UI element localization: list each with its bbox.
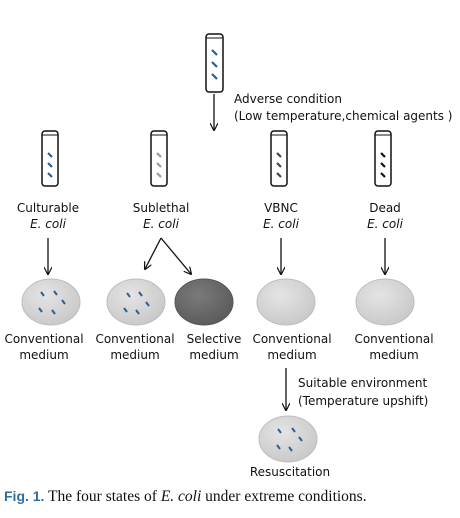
medium-label-selective: Selective: [187, 332, 242, 346]
state-organism-sublethal: E. coli: [143, 217, 179, 231]
medium-sub-vbnc: medium: [267, 348, 316, 362]
e-coli-states-diagram: Adverse condition (Low temperature,chemi…: [4, 33, 453, 479]
caption-text-before: The four states of: [44, 488, 161, 505]
medium-label-culturable: Conventional: [4, 332, 83, 346]
medium-label-vbnc: Conventional: [252, 332, 331, 346]
medium-sub-sublethal-conventional: medium: [110, 348, 159, 362]
arrow-sublethal-conventional: [145, 237, 162, 269]
caption-organism: E. coli: [160, 488, 202, 505]
top-test-tube: [205, 33, 224, 93]
dish-selective: [174, 278, 234, 326]
medium-sub-selective: medium: [189, 348, 238, 362]
state-label-sublethal: Sublethal: [133, 201, 190, 215]
state-label-vbnc: VBNC: [264, 201, 298, 215]
resuscitation-label: Resuscitation: [250, 465, 330, 479]
medium-sub-culturable: medium: [19, 348, 68, 362]
suitable-environment-detail: (Temperature upshift): [298, 394, 428, 408]
tube-dead: [374, 130, 392, 187]
dish-sublethal-conventional: [106, 278, 166, 326]
suitable-environment-title: Suitable environment: [298, 376, 427, 390]
tube-vbnc: [270, 130, 288, 187]
medium-sub-dead: medium: [369, 348, 418, 362]
state-label-culturable: Culturable: [17, 201, 79, 215]
arrow-sublethal-selective: [160, 237, 191, 274]
medium-label-dead: Conventional: [354, 332, 433, 346]
medium-label-sublethal-conventional: Conventional: [95, 332, 174, 346]
dish-vbnc: [256, 278, 316, 326]
figure-caption: Fig. 1. The four states of E. coli under…: [4, 488, 460, 506]
tube-culturable: [41, 130, 59, 187]
dish-culturable: [21, 278, 81, 326]
caption-label: Fig. 1.: [4, 488, 45, 504]
caption-text-after: under extreme conditions.: [201, 488, 367, 505]
state-organism-culturable: E. coli: [30, 217, 66, 231]
state-label-dead: Dead: [369, 201, 401, 215]
state-organism-vbnc: E. coli: [263, 217, 299, 231]
dish-resuscitation: [258, 415, 318, 463]
dish-dead: [355, 278, 415, 326]
state-organism-dead: E. coli: [367, 217, 403, 231]
tube-sublethal: [150, 130, 168, 187]
adverse-condition-title: Adverse condition: [234, 92, 342, 106]
adverse-condition-detail: (Low temperature,chemical agents ): [234, 109, 453, 123]
